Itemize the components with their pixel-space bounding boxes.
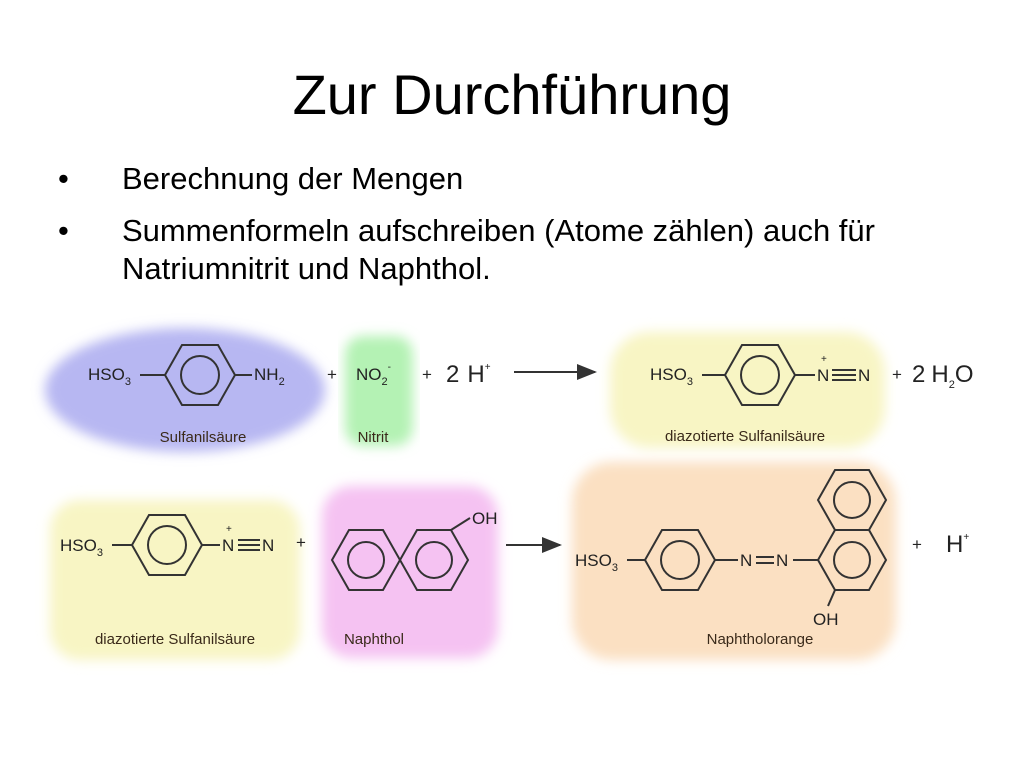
bullet-marker: • <box>58 213 69 248</box>
nitrit-highlight <box>345 336 413 446</box>
diazotiert-label-1: diazotierte Sulfanilsäure <box>665 428 825 445</box>
svg-text:N: N <box>776 551 788 570</box>
svg-text:N: N <box>858 366 870 385</box>
naphthol-label: Naphthol <box>344 631 404 648</box>
diazonium-structure-2: HSO3 N + N <box>60 514 274 576</box>
bullet-marker: • <box>58 161 69 196</box>
svg-text:+: + <box>821 354 827 365</box>
naphtholorange-label: Naphtholorange <box>707 631 814 648</box>
diazotiert-label-2: diazotierte Sulfanilsäure <box>95 631 255 648</box>
hso-text: HSO <box>88 365 125 384</box>
svg-text:HSO3: HSO3 <box>88 365 131 388</box>
nitrit-label: Nitrit <box>358 429 390 446</box>
bullet-text: Berechnung der Mengen <box>122 161 464 196</box>
plus-sign: + <box>296 533 306 552</box>
nitrite-formula: NO2- <box>356 362 391 388</box>
svg-text:OH: OH <box>813 610 839 629</box>
svg-text:HSO3: HSO3 <box>575 551 618 574</box>
sulfanilsaeure-structure: HSO3 NH2 <box>88 344 285 406</box>
bullet-list: • Berechnung der Mengen • Summenformeln … <box>58 160 978 302</box>
bullet-item: • Summenformeln aufschreiben (Atome zähl… <box>58 212 978 288</box>
bullet-text: Summenformeln aufschreiben (Atome zählen… <box>122 213 875 286</box>
svg-text:OH: OH <box>472 509 498 528</box>
diazotiert-highlight-2 <box>50 500 300 660</box>
svg-text:HSO3: HSO3 <box>60 536 103 559</box>
plus-sign: + <box>912 535 922 554</box>
plus-sign: + <box>892 365 902 384</box>
sulfanilsaeure-highlight <box>45 328 325 452</box>
proton-product: H+ <box>946 531 969 558</box>
svg-text:+: + <box>226 524 232 535</box>
svg-text:N: N <box>222 536 234 555</box>
nh-text: NH <box>254 365 279 384</box>
svg-text:N: N <box>262 536 274 555</box>
plus-sign: + <box>422 365 432 384</box>
slide-title: Zur Durchführung <box>292 63 732 126</box>
sulfanilsaeure-label: Sulfanilsäure <box>160 429 247 446</box>
svg-text:NH2: NH2 <box>254 365 285 388</box>
diazonium-structure-1: HSO3 N + N <box>650 344 870 406</box>
bullet-item: • Berechnung der Mengen <box>58 160 978 198</box>
svg-text:N: N <box>817 366 829 385</box>
plus-sign: + <box>327 365 337 384</box>
svg-text:N: N <box>740 551 752 570</box>
svg-text:HSO3: HSO3 <box>650 365 693 388</box>
naphtholorange-structure: HSO3 N N OH <box>575 469 888 629</box>
naphthol-structure: OH <box>330 509 498 591</box>
